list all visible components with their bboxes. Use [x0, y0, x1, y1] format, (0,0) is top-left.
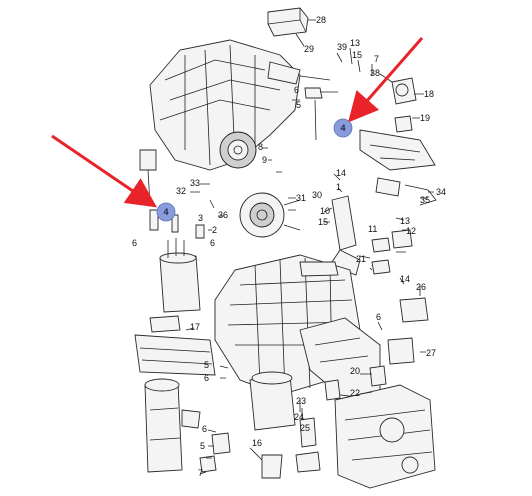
label-21: 21 — [356, 254, 366, 264]
label-6-left: 6 — [132, 238, 137, 248]
label-7-bottom: 7 — [198, 468, 203, 478]
label-26: 26 — [416, 282, 426, 292]
bracket-17 — [149, 315, 181, 333]
label-27: 27 — [426, 348, 436, 358]
label-6-right: 6 — [376, 312, 381, 322]
label-10: 10 — [320, 206, 330, 216]
leader-lines — [185, 19, 434, 475]
label-7-top: 7 — [374, 54, 379, 64]
fuel-filter — [159, 238, 201, 313]
label-39: 39 — [337, 42, 347, 52]
lower-small-parts — [199, 365, 387, 479]
label-1: 1 — [336, 182, 341, 192]
callout-badge-left: 4 — [156, 202, 176, 222]
label-6-bottom: 6 — [202, 424, 207, 434]
relay-box-28 — [267, 7, 309, 37]
label-33: 33 — [190, 178, 200, 188]
callout-left-label: 4 — [163, 207, 168, 217]
highlight-arrow-upper — [348, 37, 424, 123]
label-13-top: 13 — [350, 38, 360, 48]
label-5-bottom: 5 — [200, 441, 205, 451]
starter-motor — [249, 371, 296, 431]
label-8: 8 — [258, 142, 263, 152]
label-34: 34 — [436, 187, 446, 197]
label-11: 11 — [368, 224, 377, 234]
label-6-mid: 6 — [210, 238, 215, 248]
label-15-top: 15 — [352, 50, 362, 60]
label-18: 18 — [424, 89, 434, 99]
oil-filter-housing — [144, 378, 201, 473]
label-23: 23 — [296, 396, 306, 406]
label-13-mid: 13 — [400, 216, 410, 226]
label-9: 9 — [262, 155, 267, 165]
alternator — [239, 192, 301, 238]
label-28: 28 — [316, 15, 326, 25]
label-19: 19 — [420, 113, 430, 123]
right-sensor-group — [371, 229, 429, 365]
label-6-lower: 6 — [204, 373, 209, 383]
label-12: 12 — [406, 226, 416, 236]
label-29: 29 — [304, 44, 314, 54]
label-5-top: 5 — [296, 100, 301, 110]
label-24: 24 — [294, 412, 304, 422]
label-15-mid: 15 — [318, 217, 328, 227]
label-3: 3 — [198, 213, 203, 223]
label-20: 20 — [350, 366, 360, 376]
label-32: 32 — [176, 186, 186, 196]
mount-plate-left — [134, 334, 216, 376]
label-14-top: 14 — [336, 168, 346, 178]
label-5-mid: 5 — [204, 360, 209, 370]
label-17: 17 — [190, 322, 200, 332]
label-25: 25 — [300, 423, 310, 433]
sensor-cluster-top-right — [304, 77, 437, 206]
callout-upper-label: 4 — [340, 123, 345, 133]
timing-cover — [299, 317, 381, 401]
part-labels: 28 29 39 13 15 7 38 18 6 5 19 8 9 33 32 … — [132, 15, 446, 478]
transmission — [334, 384, 436, 489]
thermostat-housing — [329, 195, 361, 276]
label-2: 2 — [212, 225, 217, 235]
label-35: 35 — [420, 195, 430, 205]
label-14-mid: 14 — [400, 274, 410, 284]
label-31: 31 — [296, 193, 306, 203]
highlight-arrow-left — [51, 134, 157, 208]
label-38: 38 — [370, 68, 380, 78]
label-22: 22 — [350, 388, 360, 398]
engine-block-upper — [149, 39, 331, 171]
label-6-top: 6 — [294, 85, 299, 95]
label-30: 30 — [312, 190, 322, 200]
label-16: 16 — [252, 438, 262, 448]
label-36: 36 — [218, 210, 228, 220]
callout-badge-upper: 4 — [333, 118, 353, 138]
